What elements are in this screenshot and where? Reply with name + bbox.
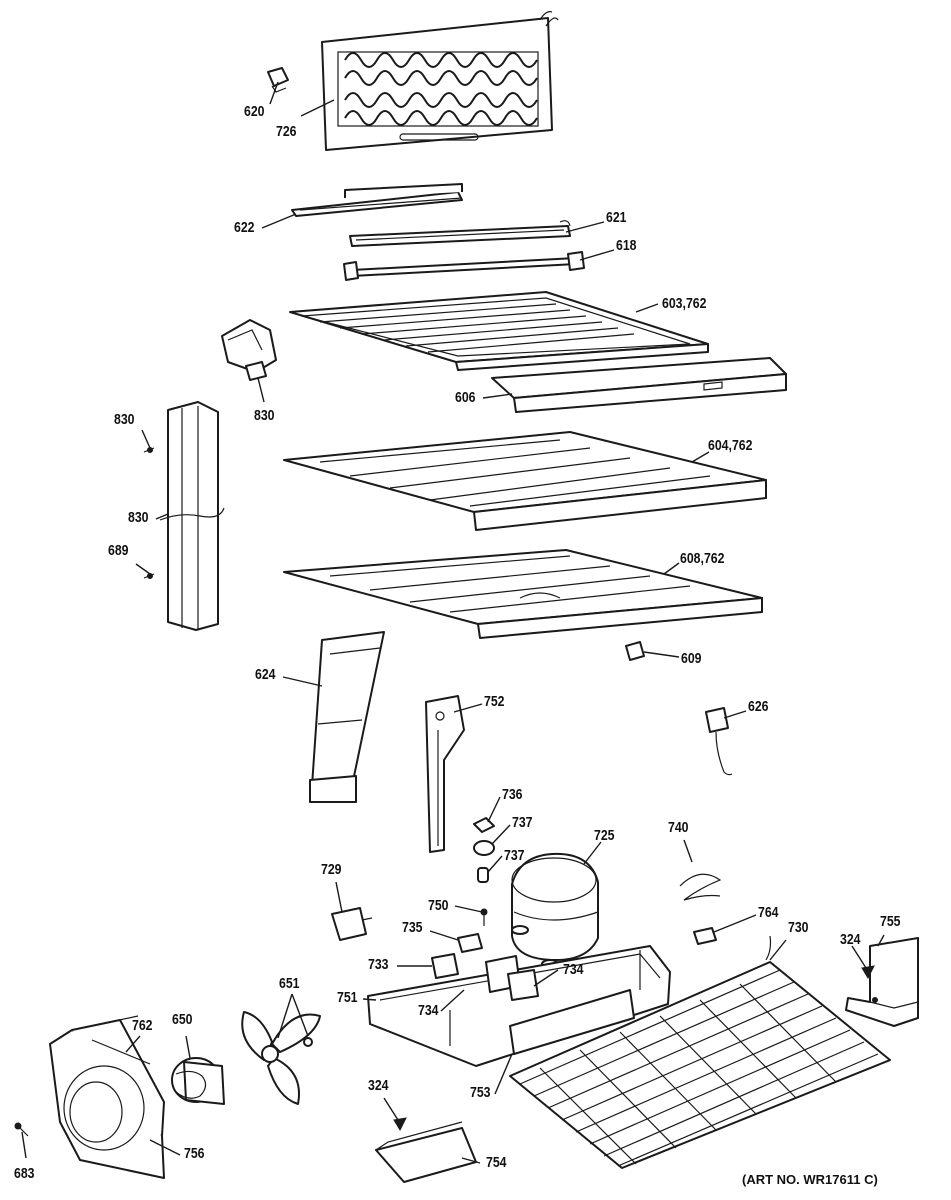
base-751 [367,945,671,1067]
callout-754: 754 [486,1154,507,1171]
callout-734-left: 734 [418,1002,439,1019]
callout-755: 755 [880,913,901,930]
callout-689: 689 [108,542,129,559]
callout-740: 740 [668,819,689,836]
bracket-752 [425,695,465,853]
callout-734-right: 734 [563,961,584,978]
cover-622 [291,183,463,217]
callout-729: 729 [321,861,342,878]
shelf-603 [289,291,709,371]
callout-606: 606 [455,389,476,406]
callout-324-left: 324 [368,1077,389,1094]
clip-609 [625,641,645,661]
callout-726: 726 [276,123,297,140]
callout-624: 624 [255,666,276,683]
evaporator-726 [321,11,559,151]
callout-733: 733 [368,956,389,973]
leader-lines [21,81,885,1164]
bracket-830-top [221,319,277,381]
compressor-725 [511,852,599,969]
art-number: (ART NO. WR17611 C) [742,1172,878,1187]
callout-725: 725 [594,827,615,844]
rod-618 [343,251,585,281]
callout-650: 650 [172,1011,193,1028]
callout-621: 621 [606,209,627,226]
shroud-756 [49,1015,165,1179]
callout-752: 752 [484,693,505,710]
callout-651: 651 [279,975,300,992]
cover-754 [375,1117,477,1183]
callout-750: 750 [428,897,449,914]
callout-756: 756 [184,1145,205,1162]
callout-751: 751 [337,989,358,1006]
small-parts-750-735-733 [431,908,488,979]
shelf-608 [283,549,763,639]
callout-604-762: 604,762 [708,437,753,454]
callout-830-screw: 830 [114,411,135,428]
callout-609: 609 [681,650,702,667]
screw-683 [14,1122,29,1137]
clip-620 [267,67,289,93]
callout-622: 622 [234,219,255,236]
callout-762: 762 [132,1017,153,1034]
callout-603-762: 603,762 [662,295,707,312]
duct-624 [309,631,385,803]
bracket-755 [845,937,919,1027]
callout-735: 735 [402,919,423,936]
callout-736: 736 [502,786,523,803]
condenser-730 [509,935,891,1169]
callout-626: 626 [748,698,769,715]
callout-830-bracket: 830 [254,407,275,424]
callout-618: 618 [616,237,637,254]
callout-608-762: 608,762 [680,550,725,567]
channel-830 [143,401,225,631]
callout-764: 764 [758,904,779,921]
callout-830-channel: 830 [128,509,149,526]
heater-621 [349,220,571,247]
cover-606 [491,357,787,413]
motor-650 [171,1057,225,1105]
callout-730: 730 [788,919,809,936]
callout-324-right: 324 [840,931,861,948]
clip-764 [693,927,717,945]
callout-737-bottom: 737 [504,847,525,864]
relay-729 [331,907,373,941]
callout-737-top: 737 [512,814,533,831]
grommets-736-737 [473,817,495,883]
callout-620: 620 [244,103,265,120]
callout-683: 683 [14,1165,35,1182]
thermostat-626 [705,707,733,776]
shelf-604 [283,431,767,531]
wire-740 [679,873,722,901]
fan-blade-651 [241,1011,321,1105]
callout-753: 753 [470,1084,491,1101]
